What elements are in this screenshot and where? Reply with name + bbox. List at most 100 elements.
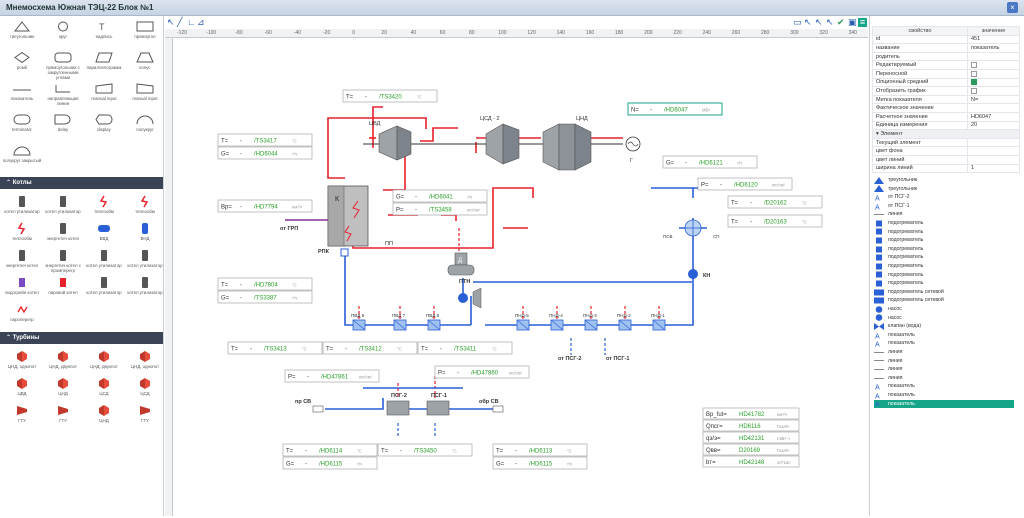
palette-item[interactable]: manual input [125, 80, 163, 111]
layer-item[interactable]: подогреватель [874, 245, 1014, 254]
property-value[interactable]: 1 [966, 163, 1021, 174]
palette-item[interactable]: теплообм [84, 193, 124, 220]
heater[interactable]: ПНД-4 [549, 313, 564, 331]
palette-item[interactable]: пароперегр [2, 301, 42, 328]
arrow-tool-3-icon[interactable]: ↖ [826, 17, 834, 27]
layer-item[interactable]: треугольник [874, 176, 1014, 185]
layer-item[interactable]: линия [874, 374, 1014, 383]
heater[interactable]: ПНД-2 [617, 313, 632, 331]
palette-item[interactable]: водогрейн котел [2, 274, 42, 301]
palette-item[interactable]: котел утилизатор [125, 274, 163, 301]
property-row[interactable]: цвет линий [872, 154, 1021, 165]
indicator-hd7804[interactable]: T=-/HD7804°C [217, 277, 313, 291]
layer-item[interactable]: подогреватель [874, 253, 1014, 262]
palette-item[interactable]: конус [125, 49, 163, 80]
layer-item[interactable]: подогреватель сетевой [874, 296, 1014, 305]
indicator-ts3417[interactable]: T=-/TS3417°C [217, 133, 313, 147]
elbow-line-icon[interactable]: ∟ [187, 17, 196, 27]
condenser[interactable]: ПСВ СП [663, 219, 719, 239]
palette-item[interactable]: ВВД [84, 220, 124, 247]
property-value[interactable] [966, 154, 1021, 165]
property-value[interactable]: показатель [966, 43, 1021, 53]
layer-item[interactable]: подогреватель [874, 262, 1014, 271]
palette-item[interactable]: ГТУ [2, 402, 42, 429]
layer-item[interactable]: клапан (вода) [874, 322, 1014, 331]
palette-item[interactable]: энергетич котел [43, 220, 83, 247]
indicator-hd6114[interactable]: T=-/HD6114°C [282, 443, 378, 457]
layer-item[interactable]: насос [874, 305, 1014, 314]
turbine-cvd[interactable]: ЦВД [369, 121, 412, 161]
apply-icon[interactable]: ✔ [837, 17, 845, 27]
property-row[interactable]: Фактическое значение [872, 103, 1021, 113]
heater[interactable]: ПВД 7 [392, 313, 407, 331]
checkbox-icon[interactable] [970, 87, 977, 94]
palette-item[interactable]: теплообм [125, 193, 163, 220]
palette-item[interactable]: ЦСД [84, 375, 124, 402]
palette-item[interactable]: котел утилизатор [2, 193, 42, 220]
palette-item[interactable]: энергетич котел с промперегр [43, 247, 83, 274]
property-row[interactable]: Редактируемый [872, 60, 1021, 70]
palette-item[interactable]: ЦНД [43, 375, 83, 402]
property-row[interactable]: Отобразить график [872, 86, 1021, 96]
heater[interactable]: ПНД-3 [583, 313, 598, 331]
frame-icon[interactable]: ▭ [793, 17, 802, 27]
palette-item[interactable]: terminator [2, 111, 42, 142]
palette-item[interactable]: полукруг закрытый [2, 142, 42, 173]
palette-item[interactable]: показатель [2, 80, 42, 111]
arrow-tool-2-icon[interactable]: ↖ [815, 17, 823, 27]
indicator-d20163[interactable]: T=-/D20163°C [727, 214, 823, 228]
indicator-ts3420[interactable]: T=-/TS3420°C [342, 89, 438, 103]
palette-item[interactable]: display [84, 111, 124, 142]
rpk-valve[interactable] [340, 248, 349, 257]
palette-item[interactable]: котел утилизатор [125, 247, 163, 274]
property-value[interactable] [966, 103, 1021, 113]
save-icon[interactable]: ▣ [848, 17, 857, 27]
palette-item[interactable]: котел утилизатор [43, 193, 83, 220]
palette-item[interactable]: треугольник [2, 18, 42, 49]
turbine-csd[interactable]: ЦСД - 2 [480, 116, 520, 165]
palette-item[interactable]: прямоугол [125, 18, 163, 49]
polyline-icon[interactable]: ⊿ [197, 17, 205, 27]
palette-item[interactable]: направляющая линия [43, 80, 83, 111]
palette-item[interactable]: котел утилизатор [84, 274, 124, 301]
palette-item[interactable]: ЦНД, однопот [2, 348, 42, 375]
property-value[interactable] [966, 86, 1021, 96]
property-value[interactable] [966, 68, 1021, 79]
arrow-tool-icon[interactable]: ↖ [804, 17, 812, 27]
layer-item[interactable]: насос [874, 314, 1014, 323]
palette-item[interactable]: ЦНД, двухпот [43, 348, 83, 375]
layer-item[interactable]: подогреватель [874, 236, 1014, 245]
palette-item[interactable]: ЦВД [2, 375, 42, 402]
indicator-ts3412[interactable]: T=-/TS3412°C [322, 341, 418, 355]
palette-item[interactable]: ЦСД [125, 375, 163, 402]
property-row[interactable]: Опционный средний [872, 77, 1021, 88]
heater[interactable]: ПВД 8 [351, 313, 366, 331]
palette-item[interactable]: ГТУ [43, 402, 83, 429]
palette-item[interactable]: полукруг [125, 111, 163, 142]
turbine-cnd[interactable]: ЦНД [542, 116, 592, 171]
property-row[interactable]: Текущий элемент [872, 137, 1021, 148]
indicator-d20162[interactable]: T=-/D20162°C [727, 195, 823, 209]
layer-item[interactable]: линия [874, 357, 1014, 366]
property-row[interactable]: Переносной [872, 68, 1021, 79]
